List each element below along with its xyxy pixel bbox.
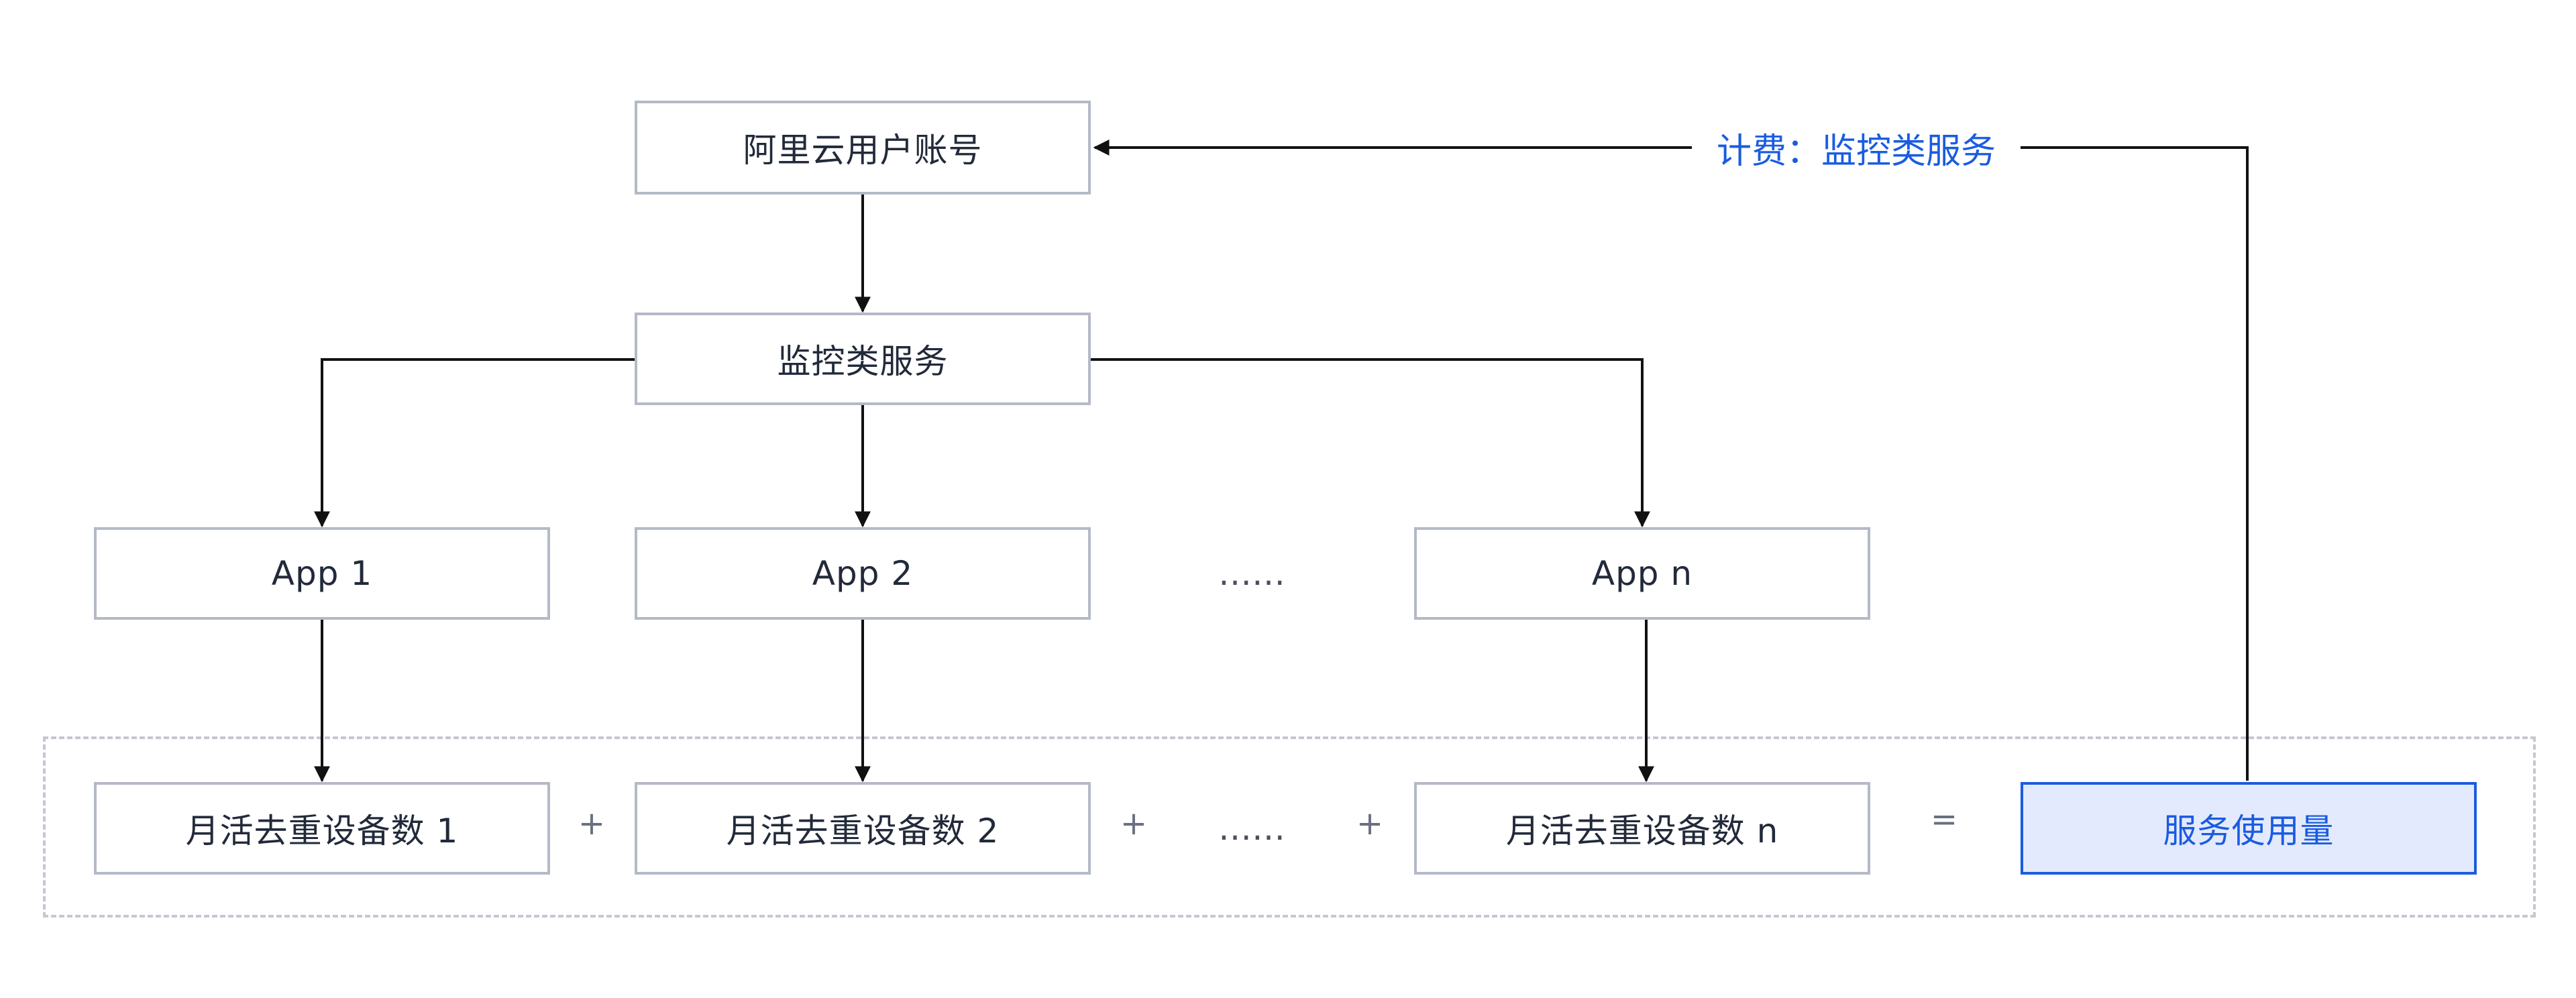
operator-plus-3: + xyxy=(1356,805,1384,842)
edge-usage-to-account xyxy=(2021,146,2249,781)
node-monitoring-service: 监控类服务 xyxy=(635,313,1091,405)
node-app-ellipsis: …… xyxy=(1218,554,1285,593)
node-account: 阿里云用户账号 xyxy=(635,101,1091,195)
node-app-1: App 1 xyxy=(94,527,550,620)
device-count-group xyxy=(43,736,2536,918)
operator-plus-2: + xyxy=(1120,805,1148,842)
node-device-ellipsis: …… xyxy=(1218,809,1285,848)
billing-label: 计费：监控类服务 xyxy=(1693,121,2019,174)
node-device-count-1: 月活去重设备数 1 xyxy=(94,782,550,875)
edge-service-to-appn xyxy=(1091,358,1650,528)
node-app-n: App n xyxy=(1414,527,1870,620)
node-app-2: App 2 xyxy=(635,527,1091,620)
node-device-count-2: 月活去重设备数 2 xyxy=(635,782,1091,875)
node-device-count-n: 月活去重设备数 n xyxy=(1414,782,1870,875)
operator-equals: = xyxy=(1930,801,1958,838)
operator-plus-1: + xyxy=(578,805,606,842)
node-service-usage: 服务使用量 xyxy=(2021,782,2477,875)
edge-service-to-app1 xyxy=(314,358,635,528)
